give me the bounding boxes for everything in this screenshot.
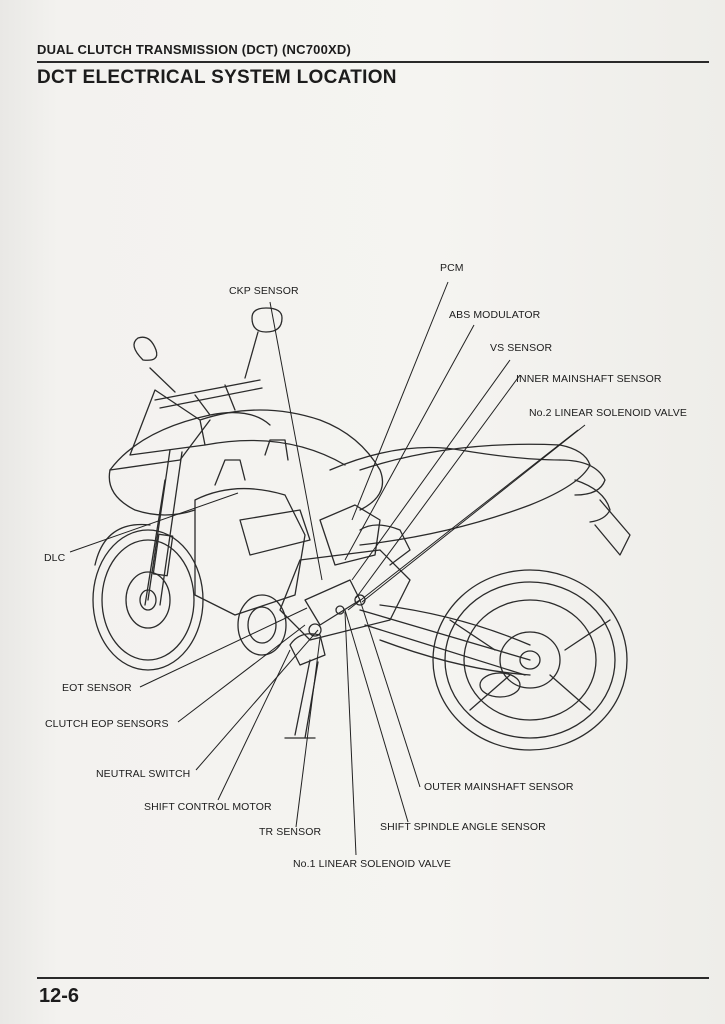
page-title: DCT ELECTRICAL SYSTEM LOCATION	[37, 67, 397, 88]
leader-lines	[69, 281, 586, 856]
body-panel	[199, 409, 561, 511]
swingarm	[359, 604, 531, 698]
label-abs-modulator: ABS MODULATOR	[449, 309, 541, 321]
label-vs-sensor: VS SENSOR	[490, 342, 553, 354]
section-header: DUAL CLUTCH TRANSMISSION (DCT) (NC700XD)	[37, 42, 351, 57]
side-stand	[284, 659, 319, 739]
label-outer-mainshaft-sensor: OUTER MAINSHAFT SENSOR	[424, 781, 574, 793]
label-dlc: DLC	[44, 552, 66, 564]
label-clutch-eop-sensors: CLUTCH EOP SENSORS	[45, 718, 169, 730]
header-rule	[37, 61, 709, 63]
footer-rule	[37, 977, 709, 979]
label-pcm: PCM	[440, 262, 464, 274]
page-number: 12-6	[39, 985, 80, 1007]
engine-block	[194, 439, 411, 666]
front-wheel	[92, 523, 204, 671]
handlebar	[133, 307, 283, 416]
label-shift-spindle-angle-sensor: SHIFT SPINDLE ANGLE SENSOR	[380, 821, 546, 833]
front-fork	[144, 449, 183, 606]
label-ckp-sensor: CKP SENSOR	[229, 285, 299, 297]
label-inner-mainshaft-sensor: INNER MAINSHAFT SENSOR	[516, 373, 662, 385]
label-neutral-switch: NEUTRAL SWITCH	[96, 768, 191, 780]
front-fairing	[108, 389, 271, 516]
label-eot-sensor: EOT SENSOR	[62, 682, 132, 694]
tail-section	[359, 443, 631, 556]
label-no1-linear-solenoid-valve: No.1 LINEAR SOLENOID VALVE	[293, 858, 452, 870]
label-no2-linear-solenoid-valve: No.2 LINEAR SOLENOID VALVE	[529, 407, 688, 419]
label-tr-sensor: TR SENSOR	[259, 826, 322, 838]
label-shift-control-motor: SHIFT CONTROL MOTOR	[144, 801, 272, 813]
rear-wheel	[432, 569, 628, 751]
